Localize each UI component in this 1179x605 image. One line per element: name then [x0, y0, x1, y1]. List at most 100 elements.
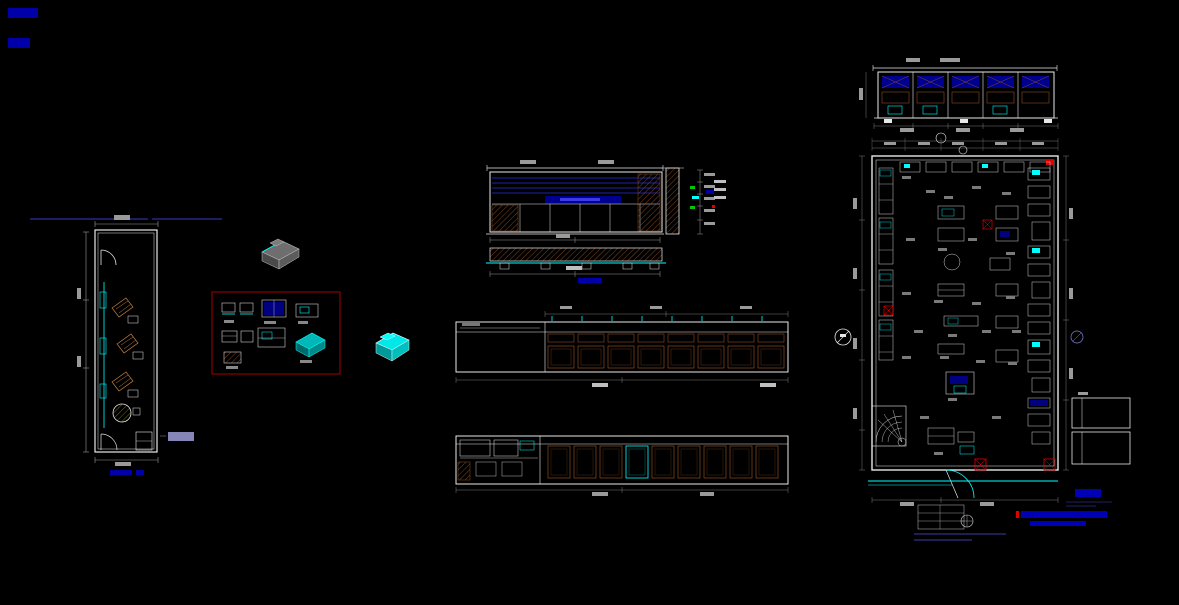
note-text: [968, 238, 977, 241]
shelf-box: [1021, 91, 1050, 104]
drawing-label-block: [8, 8, 38, 18]
dim-text: [592, 492, 608, 496]
wall-fixture: [878, 319, 894, 361]
wall-fixture: [1027, 245, 1051, 259]
foot: [884, 119, 892, 123]
cad-rect: [947, 317, 959, 325]
left-floor-plan: [77, 215, 194, 475]
note-text: [902, 176, 911, 179]
highlight-panel: [625, 445, 649, 479]
cad-rect: [607, 333, 635, 343]
panel: [607, 345, 635, 369]
level-mark: [690, 186, 695, 189]
support: [581, 262, 592, 270]
note-text: [902, 292, 911, 295]
legend-caption: [298, 321, 308, 324]
cad-line: [115, 300, 129, 310]
dim-text: [853, 268, 857, 279]
main-floor-plan: [834, 132, 1107, 541]
note-text: [1012, 330, 1021, 333]
display-table: [116, 333, 139, 354]
cad-text-blob: [1016, 511, 1019, 518]
front-elevation: [486, 160, 664, 243]
fixture: [943, 315, 979, 327]
fixture: [957, 431, 975, 443]
shelf-box: [881, 91, 910, 104]
stool-plan: [221, 330, 238, 343]
cad-text-blob: [1030, 400, 1048, 406]
section-post: [665, 167, 680, 235]
fixture: [899, 161, 921, 173]
dim-text: [114, 215, 130, 220]
legend-border: [211, 291, 341, 375]
note-block: [706, 190, 714, 194]
cad-rect: [610, 348, 632, 366]
dim-text: [900, 128, 914, 132]
support: [540, 262, 551, 270]
fixture: [989, 257, 1011, 271]
stair-tread: [883, 413, 903, 443]
wall-fixture: [1027, 339, 1051, 355]
display-unit: [99, 337, 107, 355]
outer-wall: [871, 155, 1059, 471]
note-text: [926, 190, 935, 193]
dim-text: [704, 173, 715, 176]
stair-post: [897, 437, 907, 447]
cyan-unit: [922, 105, 938, 115]
bench-plan: [223, 351, 242, 364]
dim-text: [1069, 368, 1073, 379]
note-text: [906, 238, 915, 241]
right-elevation: [859, 58, 1059, 132]
side-unit: [132, 351, 144, 360]
side-unit: [132, 407, 141, 416]
note-text: [714, 180, 726, 183]
panel: [637, 345, 665, 369]
island-counter: [945, 371, 975, 395]
dim-text: [700, 492, 714, 496]
cad-rect: [628, 448, 646, 476]
side-section: [662, 167, 726, 235]
iso-side: [391, 339, 410, 362]
cyan-unit: [992, 105, 1008, 115]
wall-fixture: [1027, 303, 1051, 317]
dim-text: [956, 128, 970, 132]
note-text: [714, 188, 726, 191]
lower-elevation: [455, 435, 789, 496]
dim-text: [853, 198, 857, 209]
dim-text: [598, 160, 614, 164]
door-leaf: [945, 469, 959, 499]
dim-text: [918, 142, 930, 145]
dim-text: [1032, 142, 1044, 145]
side-unit: [127, 315, 139, 324]
cad-line: [1072, 332, 1082, 342]
cad-line: [881, 75, 910, 89]
counter-section: [486, 247, 666, 283]
note-text: [920, 416, 929, 419]
dim-text: [1010, 128, 1024, 132]
cad-rect: [550, 448, 568, 476]
elevation-frame: [455, 435, 789, 485]
legend-caption: [226, 366, 238, 369]
panel: [651, 445, 675, 479]
fixture: [995, 349, 1019, 363]
dim-text: [560, 306, 572, 309]
display-unit: [99, 291, 107, 309]
cad-rect: [680, 448, 698, 476]
dim-text: [704, 209, 715, 212]
cad-rect: [637, 333, 665, 343]
note-text: [902, 356, 911, 359]
iso-side: [278, 248, 300, 270]
shelf-box: [951, 91, 980, 104]
counter-body: [489, 247, 663, 262]
wall-fixture: [878, 167, 894, 215]
cyan-unit: [887, 105, 903, 115]
panel: [599, 445, 623, 479]
cad-text-blob: [982, 164, 988, 168]
dim-text: [853, 408, 857, 419]
cad-rect: [732, 448, 750, 476]
fixture: [995, 227, 1019, 242]
wall-fixture: [1027, 397, 1051, 409]
cad-rect: [654, 448, 672, 476]
